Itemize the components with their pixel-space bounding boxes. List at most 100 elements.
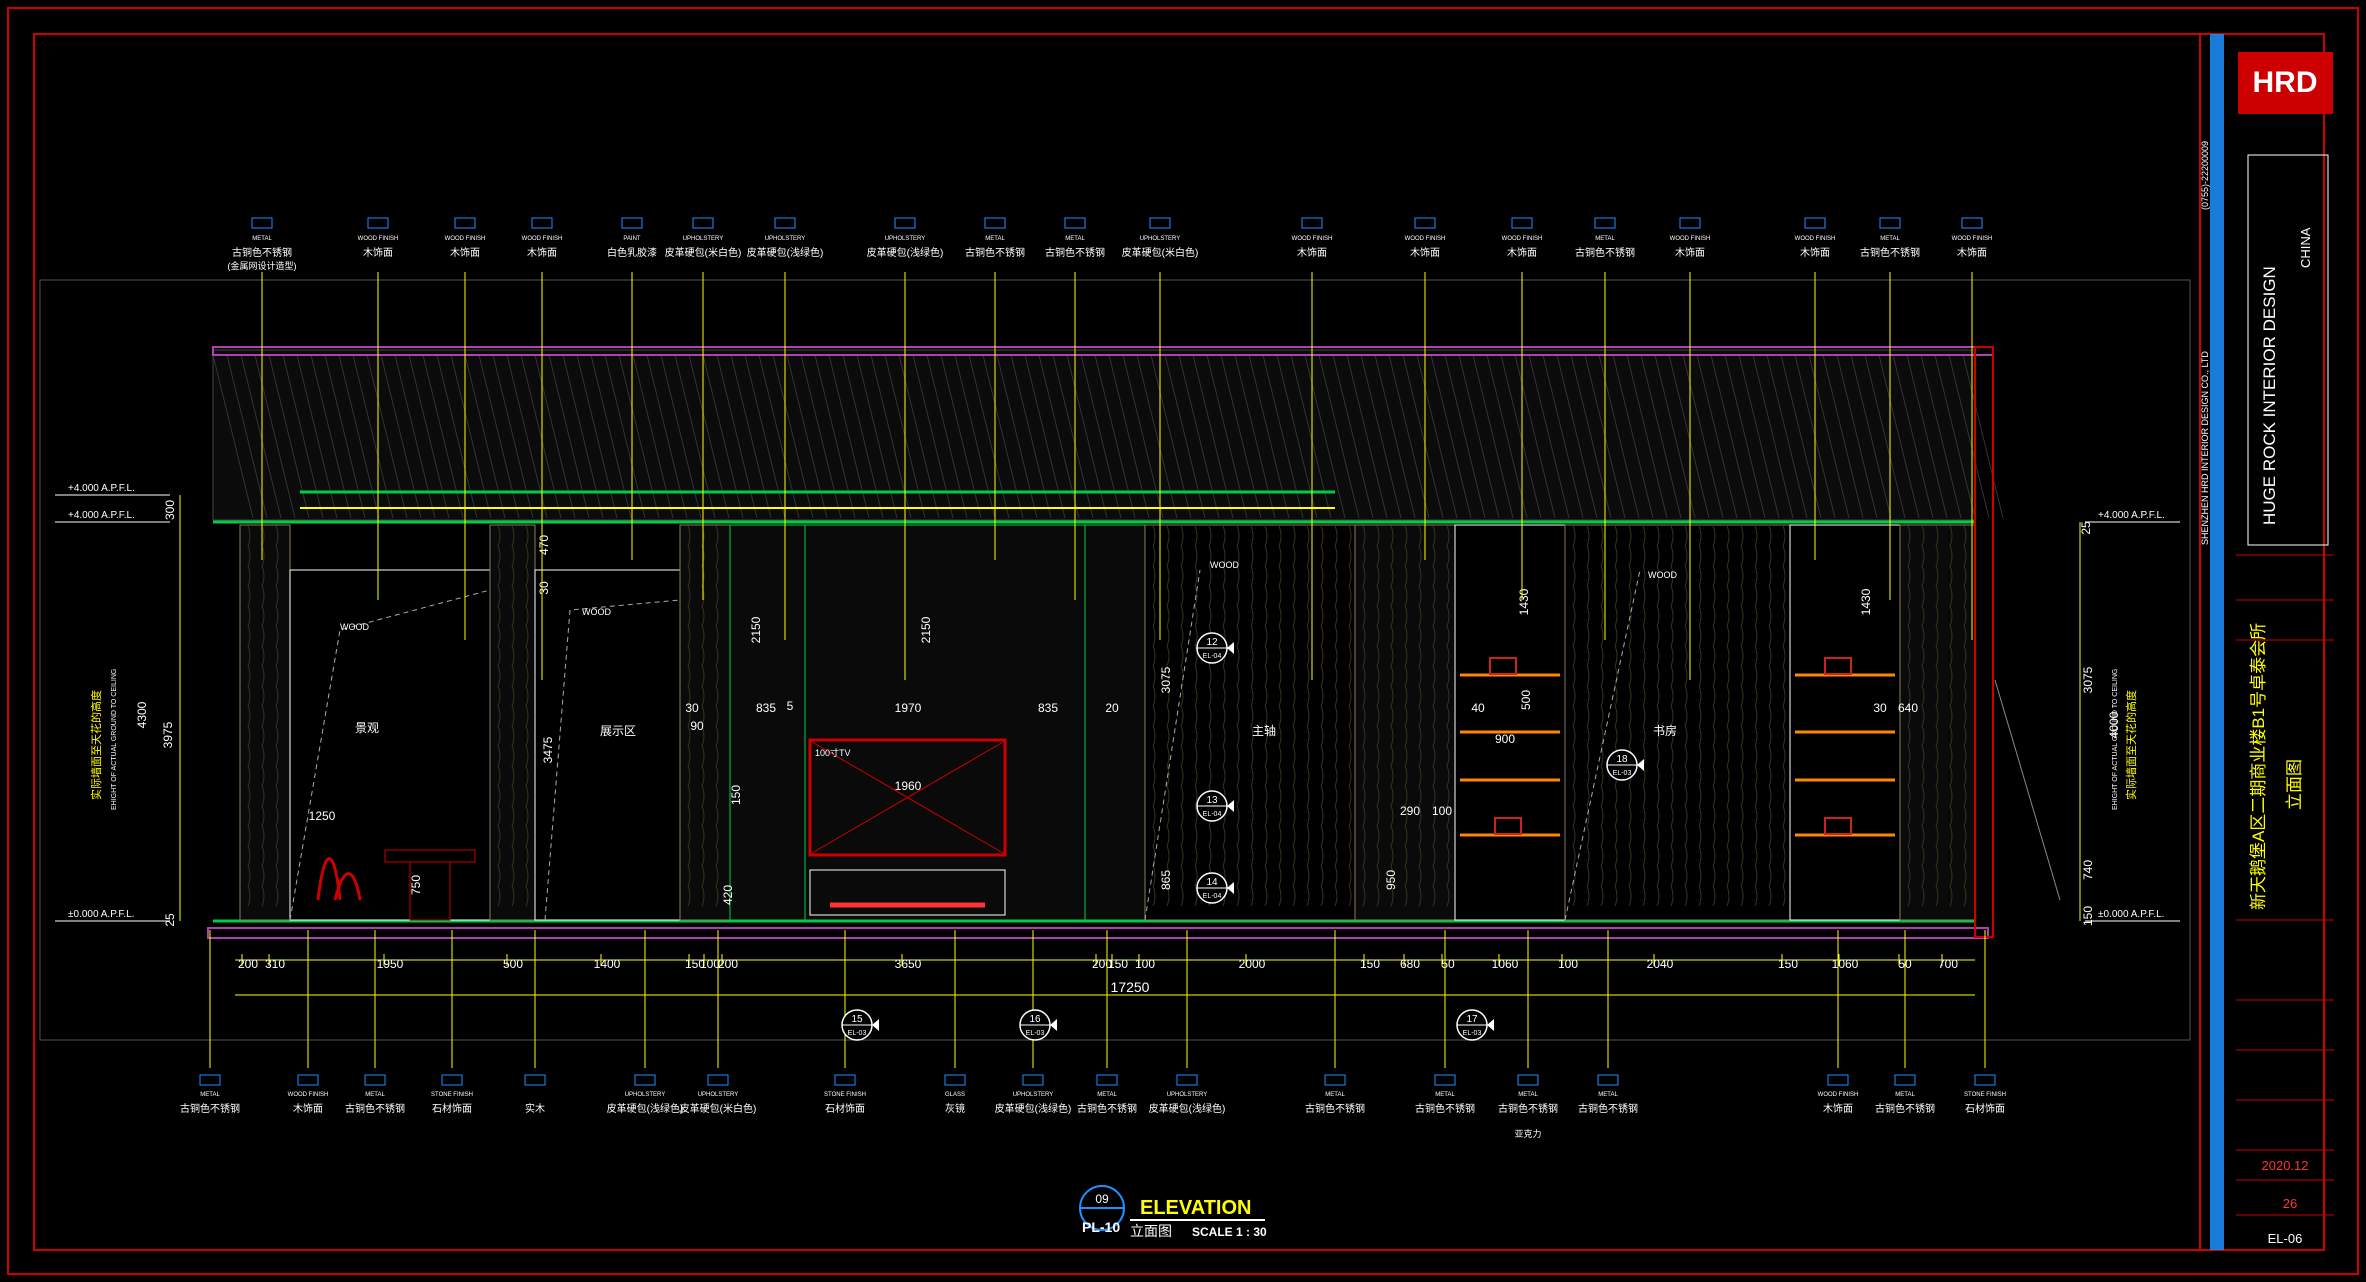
dim-vertical-label: 4300 — [135, 701, 149, 728]
bottom-callout-tag — [1176, 1074, 1198, 1086]
section-marker-ref: EL-03 — [1463, 1030, 1482, 1037]
project-title: 新天鹅堡A区二期商业楼B1号卓泰会所 — [2249, 623, 2268, 910]
wood-label-2: WOOD — [582, 607, 611, 617]
bottom-callout-tag — [1597, 1074, 1619, 1086]
top-callout-tag — [1301, 217, 1323, 229]
shelf-decor — [1489, 657, 1852, 835]
top-callout-category: UPHOLSTERY — [765, 236, 806, 242]
dim-inner-label: 420 — [721, 885, 735, 905]
bottom-callout-category: STONE FINISH — [431, 1092, 473, 1098]
dimension-overall: 17250 — [1111, 979, 1150, 995]
section-marker-arrow — [1050, 1019, 1057, 1031]
room-label-study: 书房 — [1653, 723, 1677, 738]
dim-inner-label: 2150 — [749, 616, 763, 643]
top-callout-category: UPHOLSTERY — [885, 236, 926, 242]
room-label-display: 展示区 — [600, 724, 636, 738]
dim-vertical-label: 25 — [2079, 521, 2093, 535]
dim-inner-label: 835 — [756, 701, 776, 715]
dim-inner-label: 835 — [1038, 701, 1058, 715]
top-callout-label: 古铜色不锈钢 — [232, 246, 292, 259]
top-callout-tag — [692, 217, 714, 229]
bottom-callout-tag — [707, 1074, 729, 1086]
dim-segment-label: 150 — [685, 957, 705, 971]
logo-text: HRD — [2253, 66, 2318, 99]
top-callout-label: 皮革硬包(浅绿色) — [747, 246, 824, 259]
bottom-callout-tag — [634, 1074, 656, 1086]
level-markers: +4.000 A.P.F.L. +4.000 A.P.F.L. ±0.000 A… — [55, 483, 2180, 922]
bottom-callout-category: METAL — [1325, 1092, 1345, 1098]
level-right-floor: ±0.000 A.P.F.L. — [2098, 909, 2164, 920]
dim-segment-label: 2000 — [1239, 957, 1266, 971]
dim-inner-label: 290 — [1400, 804, 1420, 818]
right-wall-edge — [1974, 346, 1994, 938]
dim-segment-label: 1060 — [1832, 957, 1859, 971]
dim-segment-label: 1400 — [594, 957, 621, 971]
wood-label-4: WOOD — [1648, 570, 1677, 580]
top-callout-category: METAL — [1595, 236, 1615, 242]
dim-segment-label: 100 — [1135, 957, 1155, 971]
bottom-callout-label: 灰镜 — [945, 1102, 965, 1115]
dim-segment-label: 500 — [503, 957, 523, 971]
bottom-callout-tag — [1324, 1074, 1346, 1086]
room-label-landscape: 景观 — [355, 721, 379, 735]
dim-segment-label: 1060 — [1492, 957, 1519, 971]
top-callout-tag — [367, 217, 389, 229]
top-callout-label: 木饰面 — [1297, 246, 1327, 259]
wood-label-1: WOOD — [340, 622, 369, 632]
top-callout-label: 皮革硬包(浅绿色) — [867, 246, 944, 259]
bottom-callout-tag — [297, 1074, 319, 1086]
section-marker-number: 14 — [1206, 877, 1218, 888]
dim-segment-label: 3650 — [895, 957, 922, 971]
bottom-callout-tag — [1022, 1074, 1044, 1086]
bottom-callout-label: 皮革硬包(浅绿色) — [607, 1102, 684, 1115]
wood-leaders — [289, 569, 1641, 921]
dim-inner-label: 100 — [1432, 804, 1452, 818]
bottom-callout-label: 古铜色不锈钢 — [1305, 1102, 1365, 1115]
panel-wood-left — [239, 524, 291, 921]
top-callout-label: 木饰面 — [363, 246, 393, 259]
top-callout-label: 木饰面 — [1410, 246, 1440, 259]
level-left-floor: ±0.000 A.P.F.L. — [68, 909, 134, 920]
top-callout-label: 木饰面 — [1957, 246, 1987, 259]
bottom-callout-sub: 亚克力 — [1514, 1128, 1541, 1139]
section-marker-ref: EL-03 — [1613, 770, 1632, 777]
bottom-callout-label: 实木 — [525, 1102, 545, 1115]
bottom-callout-tag — [944, 1074, 966, 1086]
elevation-scale: SCALE 1 : 30 — [1192, 1225, 1267, 1239]
bench — [384, 849, 476, 863]
bottom-callout-category: GLASS — [945, 1092, 965, 1098]
dim-segment-label: 150 — [1778, 957, 1798, 971]
top-callout-category: UPHOLSTERY — [683, 236, 724, 242]
top-callout-tag — [531, 217, 553, 229]
panel-leather-b — [1084, 524, 1146, 921]
bottom-callout-category: UPHOLSTERY — [625, 1092, 666, 1098]
dim-inner-label: 3475 — [541, 736, 555, 763]
top-callout-tag — [1594, 217, 1616, 229]
bottom-callout-category: STONE FINISH — [824, 1092, 866, 1098]
bottom-callout-label: 皮革硬包(浅绿色) — [1149, 1102, 1226, 1115]
dim-segment-label: 2040 — [1647, 957, 1674, 971]
bottom-callout-category: METAL — [1435, 1092, 1455, 1098]
section-marker-ref: EL-04 — [1203, 811, 1222, 818]
top-callout-category: UPHOLSTERY — [1140, 236, 1181, 242]
brand-box — [2247, 154, 2329, 546]
top-callout-category: PAINT — [623, 236, 641, 242]
panel-wood-5 — [1354, 524, 1456, 921]
bottom-callout-label: 石材饰面 — [825, 1102, 865, 1115]
dim-inner-label: 5 — [787, 699, 794, 713]
section-marker-ref: EL-04 — [1203, 893, 1222, 900]
top-callout-tag — [1511, 217, 1533, 229]
side-note-left-en: EHIGHT OF ACTUAL GROUND TO CEILING — [111, 669, 118, 810]
panel-landscape — [289, 569, 491, 921]
tv-cross-2 — [811, 741, 1004, 854]
title-block: HRD HUGE ROCK INTERIOR DESIGN CHINA SHEN… — [2200, 34, 2334, 1250]
bottom-callout-label: 石材饰面 — [432, 1102, 472, 1115]
top-callout-label: 木饰面 — [1675, 246, 1705, 259]
dim-segment-label: 680 — [1400, 957, 1420, 971]
top-callout-tag — [1679, 217, 1701, 229]
top-callout-tag — [621, 217, 643, 229]
